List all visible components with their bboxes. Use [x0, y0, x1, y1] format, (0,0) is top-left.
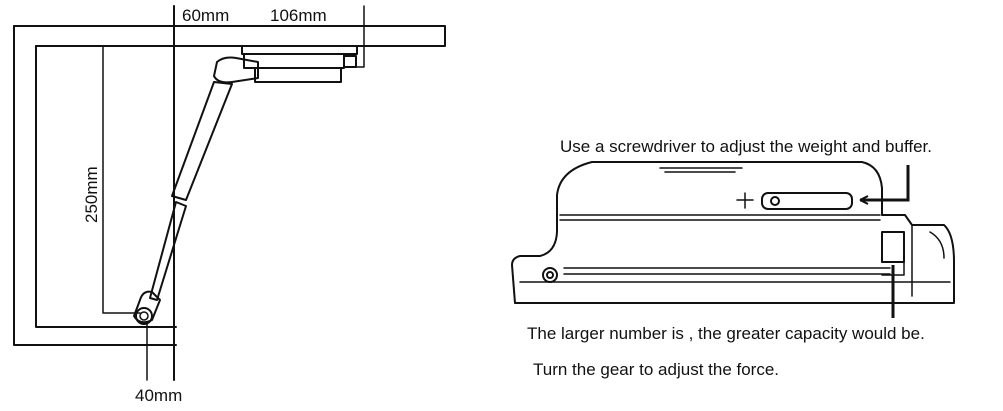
capacity-note: The larger number is , the greater capac…	[527, 324, 925, 343]
pointer-screwdriver	[860, 165, 910, 202]
screwdriver-note: Use a screwdriver to adjust the weight a…	[560, 137, 932, 156]
dim-label-60mm: 60mm	[182, 6, 229, 25]
dim-label-250mm: 250mm	[82, 166, 101, 223]
dim-label-40mm: 40mm	[135, 386, 182, 405]
cabinet-drawing	[13, 5, 446, 381]
adjuster-drawing	[511, 161, 955, 304]
callout-pointers	[859, 165, 910, 318]
dim-label-106mm: 106mm	[270, 6, 327, 25]
gear-note: Turn the gear to adjust the force.	[533, 360, 779, 379]
